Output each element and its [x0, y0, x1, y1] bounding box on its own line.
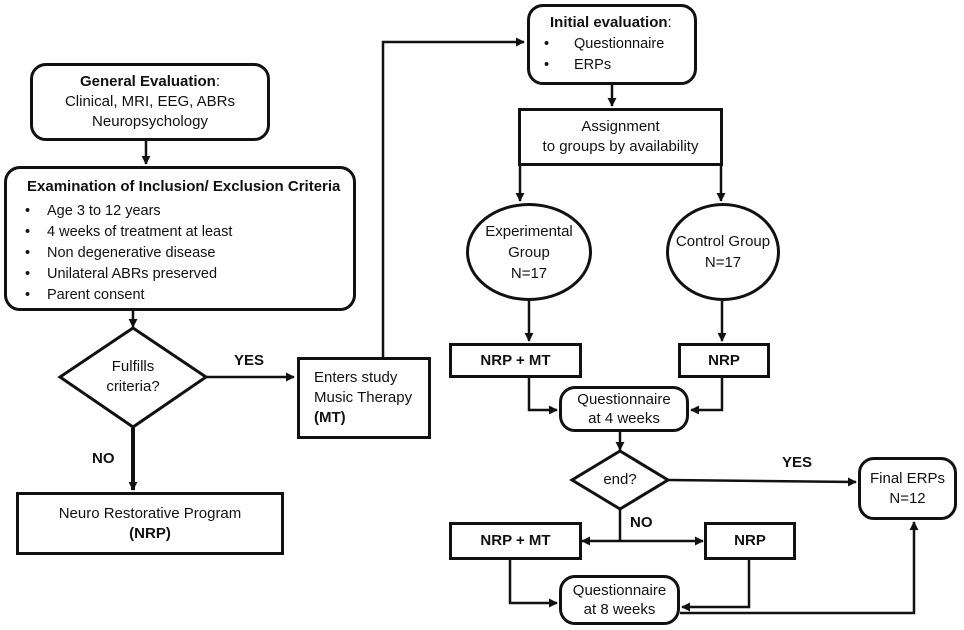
experimental-line2: Group [508, 243, 550, 261]
arrow-enters-to-initial [381, 37, 525, 357]
nrp-mt-box-1: NRP + MT [449, 343, 582, 378]
fulfills-diamond [57, 326, 209, 429]
assignment-box: Assignment to groups by availability [518, 108, 723, 166]
general-evaluation-line1: Clinical, MRI, EEG, ABRs [64, 93, 236, 110]
q4-line2: at 4 weeks [588, 410, 660, 427]
general-evaluation-title: General Evaluation [79, 73, 216, 90]
criteria-box: Examination of Inclusion/ Exclusion Crit… [4, 166, 356, 311]
criteria-item: Non degenerative disease [17, 243, 353, 264]
fulfills-criteria-text: Fulfills criteria? [83, 357, 183, 397]
questionnaire-4-weeks-box: Questionnaire at 4 weeks [559, 386, 689, 432]
enters-study-box: Enters study Music Therapy (MT) [297, 357, 431, 439]
arrow-nrpmt2-to-q8 [508, 560, 558, 608]
general-evaluation-colon: : [215, 73, 221, 90]
q8-line2: at 8 weeks [583, 601, 656, 618]
enters-line2: Music Therapy [314, 389, 413, 406]
criteria-list: Age 3 to 12 years 4 weeks of treatment a… [17, 201, 353, 306]
end-diamond [569, 449, 671, 511]
arrow-nrp-to-q4 [690, 378, 724, 415]
initial-item: Questionnaire [536, 34, 694, 55]
nrp-box-1: NRP [678, 343, 770, 378]
criteria-item: Unilateral ABRs preserved [17, 264, 353, 285]
experimental-line1: Experimental [485, 222, 573, 240]
assignment-line1: Assignment [581, 118, 660, 135]
initial-evaluation-colon: : [667, 14, 672, 31]
fulfills-line2: criteria? [106, 378, 160, 395]
general-evaluation-line2: Neuropsychology [92, 113, 208, 130]
nrp-program-line1: Neuro Restorative Program [58, 504, 242, 522]
control-line1: Control Group [675, 233, 771, 250]
final-line2: N=12 [889, 489, 926, 507]
assignment-line2: to groups by availability [542, 138, 699, 155]
criteria-item: Parent consent [17, 285, 353, 306]
control-line2: N=17 [704, 254, 742, 271]
end-question-text: end? [603, 471, 637, 488]
no-label-end: NO [630, 514, 653, 531]
initial-evaluation-list: Questionnaire ERPs [536, 34, 694, 76]
initial-item: ERPs [536, 55, 694, 76]
nrp-box-2: NRP [704, 522, 796, 560]
no-label-criteria: NO [92, 450, 115, 467]
nrp-mt-box-2: NRP + MT [449, 522, 582, 560]
arrow-q8-to-final [680, 521, 919, 615]
fulfills-line1: Fulfills [111, 358, 155, 375]
experimental-line3: N=17 [510, 264, 548, 282]
nrp-program-box: Neuro Restorative Program (NRP) [16, 492, 284, 555]
initial-evaluation-title: Initial evaluation [550, 14, 668, 31]
final-erps-box: Final ERPs N=12 [858, 457, 957, 520]
nrp-program-line2: (NRP) [129, 524, 171, 542]
arrow-end-yes [667, 477, 857, 487]
criteria-title: Examination of Inclusion/ Exclusion Crit… [27, 178, 341, 195]
criteria-item: Age 3 to 12 years [17, 201, 353, 222]
q4-line1: Questionnaire [577, 391, 671, 408]
final-line1: Final ERPs [869, 469, 946, 487]
experimental-group-circle: Experimental Group N=17 [466, 203, 592, 301]
q8-line1: Questionnaire [572, 582, 667, 599]
arrow-nrp2-to-q8 [681, 560, 751, 612]
criteria-item: 4 weeks of treatment at least [17, 222, 353, 243]
enters-line3: (MT) [314, 409, 346, 426]
yes-label-end: YES [782, 454, 813, 471]
general-evaluation-box: General Evaluation: Clinical, MRI, EEG, … [30, 63, 270, 141]
questionnaire-8-weeks-box: Questionnaire at 8 weeks [559, 575, 680, 625]
yes-label-criteria: YES [234, 352, 265, 369]
control-group-circle: Control Group N=17 [666, 203, 780, 301]
arrow-nrpmt-to-q4 [527, 378, 558, 415]
initial-evaluation-box: Initial evaluation: Questionnaire ERPs [527, 4, 697, 85]
enters-line1: Enters study [314, 369, 398, 386]
